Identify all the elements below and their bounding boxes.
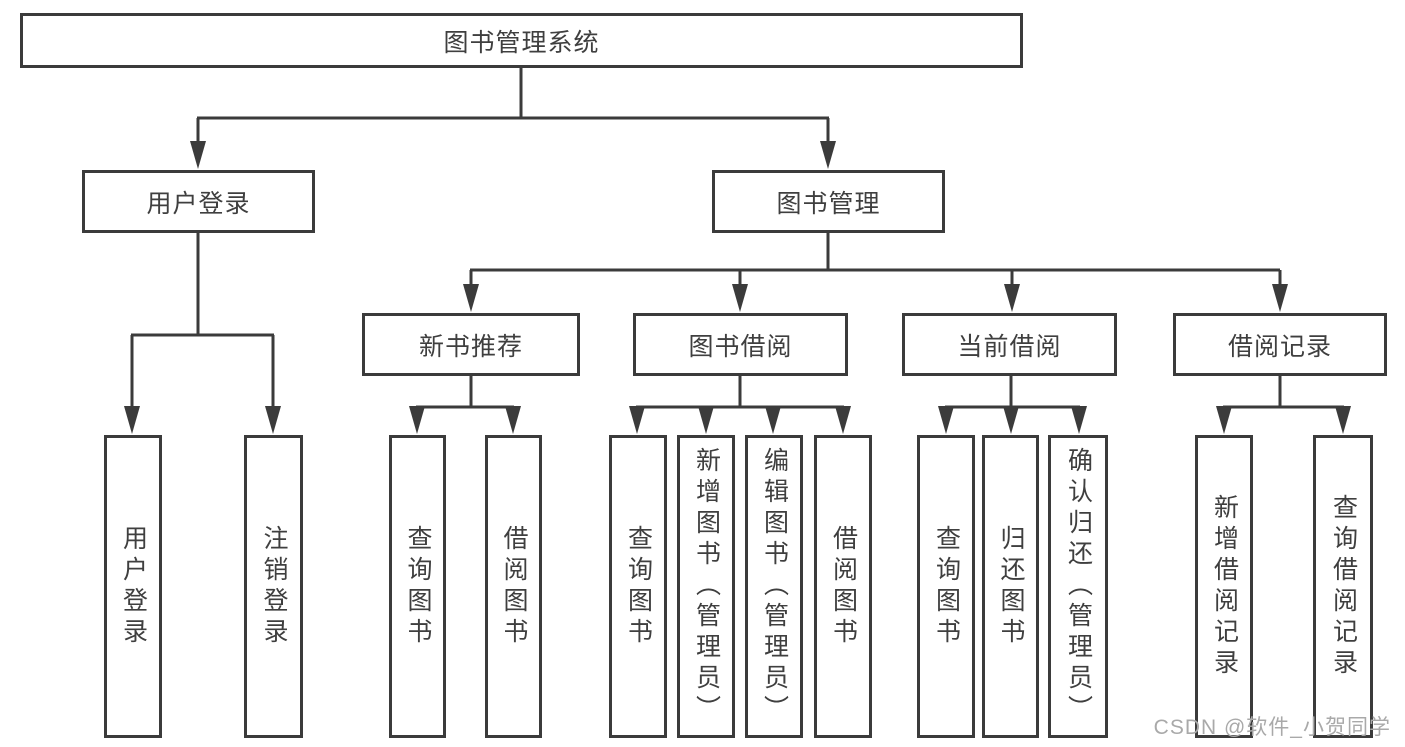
node-system-root: 图书管理系统 — [20, 13, 1023, 68]
leaf-label: 确认归还（管理员） — [1064, 447, 1093, 726]
leaf-label: 注销登录 — [260, 524, 288, 649]
node-current-borrowing: 当前借阅 — [902, 313, 1117, 376]
leaf-label: 借阅图书 — [829, 524, 858, 649]
leaf-label: 查询图书 — [624, 524, 653, 649]
node-new-book-recommend: 新书推荐 — [362, 313, 580, 376]
leaf-query-books: 查询图书 — [389, 435, 446, 738]
leaf-label: 查询图书 — [404, 524, 432, 649]
leaf-return-books: 归还图书 — [982, 435, 1039, 738]
leaf-label: 编辑图书（管理员） — [760, 447, 789, 726]
node-borrowing-records: 借阅记录 — [1173, 313, 1387, 376]
leaf-logout: 注销登录 — [244, 435, 303, 738]
node-book-management: 图书管理 — [712, 170, 945, 233]
leaf-confirm-return-admin: 确认归还（管理员） — [1048, 435, 1108, 738]
leaf-query-books: 查询图书 — [609, 435, 667, 738]
leaf-label: 查询借阅记录 — [1329, 493, 1358, 680]
node-book-borrowing: 图书借阅 — [633, 313, 848, 376]
leaf-borrow-books: 借阅图书 — [485, 435, 542, 738]
leaf-query-borrow-record: 查询借阅记录 — [1313, 435, 1373, 738]
leaf-label: 新增图书（管理员） — [692, 447, 721, 726]
leaf-borrow-books: 借阅图书 — [814, 435, 872, 738]
leaf-label: 借阅图书 — [500, 524, 528, 649]
node-user-login: 用户登录 — [82, 170, 315, 233]
leaf-label: 新增借阅记录 — [1210, 493, 1239, 680]
leaf-add-books-admin: 新增图书（管理员） — [677, 435, 735, 738]
leaf-query-books: 查询图书 — [917, 435, 975, 738]
leaf-edit-books-admin: 编辑图书（管理员） — [745, 435, 803, 738]
leaf-label: 查询图书 — [932, 524, 961, 649]
leaf-label: 用户登录 — [119, 524, 148, 649]
leaf-label: 归还图书 — [997, 524, 1025, 649]
leaf-add-borrow-record: 新增借阅记录 — [1195, 435, 1253, 738]
leaf-user-login: 用户登录 — [104, 435, 162, 738]
